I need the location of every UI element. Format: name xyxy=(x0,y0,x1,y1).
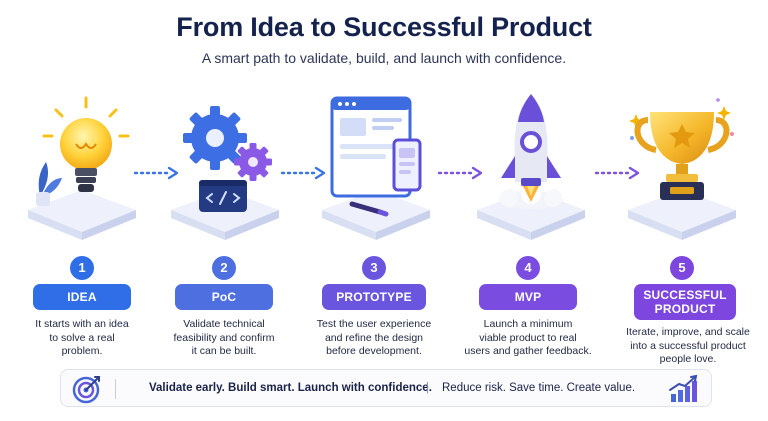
step-description-poc: Validate technical feasibility and confi… xyxy=(159,318,289,359)
page-subtitle: A smart path to validate, build, and lau… xyxy=(201,50,567,66)
banner-divider xyxy=(115,379,116,399)
desc-line: problem. xyxy=(61,345,103,357)
desc-line: it can be built. xyxy=(191,345,257,357)
step-label-prototype: PROTOTYPE xyxy=(322,284,426,310)
stage-success-illustration xyxy=(622,92,742,242)
step-number-4: 4 xyxy=(516,256,540,280)
step-label-poc: PoC xyxy=(175,284,273,310)
step-number-1: 1 xyxy=(70,256,94,280)
banner-separator: | xyxy=(426,382,429,394)
desc-line: before development. xyxy=(326,345,422,357)
growth-chart-icon xyxy=(669,374,698,402)
step-label-line-2: PRODUCT xyxy=(654,302,716,316)
stage-poc-illustration xyxy=(165,92,285,242)
desc-line: people love. xyxy=(659,353,717,365)
trophy-icon xyxy=(628,98,736,240)
desc-line: It starts with an idea xyxy=(35,318,129,330)
desc-line: feasibility and confirm xyxy=(173,331,275,344)
banner-secondary-text: Reduce risk. Save time. Create value. xyxy=(442,382,636,394)
stage-mvp-illustration xyxy=(471,92,591,242)
rocket-icon xyxy=(477,94,585,240)
desc-line: users and gather feedback. xyxy=(464,345,592,357)
step-label-successful-product: SUCCESSFUL PRODUCT xyxy=(634,284,736,320)
desc-line: viable product to real xyxy=(479,331,577,344)
step-description-idea: It starts with an idea to solve a real p… xyxy=(17,318,147,359)
wireframe-devices-icon xyxy=(322,96,430,240)
desc-line: Test the user experience xyxy=(316,318,432,330)
stage-idea-illustration xyxy=(22,92,142,242)
step-label-idea: IDEA xyxy=(33,284,131,310)
step-description-mvp: Launch a minimum viable product to real … xyxy=(463,318,593,359)
step-label-line-1: SUCCESSFUL xyxy=(643,288,727,302)
flow-arrow-2-3 xyxy=(280,166,326,180)
flow-arrow-4-5 xyxy=(594,166,640,180)
desc-line: to solve a real xyxy=(49,331,115,344)
gears-code-icon xyxy=(171,106,279,240)
desc-line: Validate technical xyxy=(183,318,265,330)
step-number-5: 5 xyxy=(670,256,694,280)
desc-line: Iterate, improve, and scale xyxy=(626,326,750,338)
desc-line: into a successful product xyxy=(630,339,746,352)
banner-primary-text: Validate early. Build smart. Launch with… xyxy=(149,382,432,394)
bottom-banner: Validate early. Build smart. Launch with… xyxy=(60,369,712,407)
flow-arrow-3-4 xyxy=(437,166,483,180)
desc-line: Launch a minimum xyxy=(483,318,573,330)
step-label-mvp: MVP xyxy=(479,284,577,310)
step-description-successful-product: Iterate, improve, and scale into a succe… xyxy=(618,326,758,367)
step-description-prototype: Test the user experience and refine the … xyxy=(309,318,439,359)
stage-prototype-illustration xyxy=(316,92,436,242)
step-number-3: 3 xyxy=(362,256,386,280)
step-number-2: 2 xyxy=(212,256,236,280)
target-icon xyxy=(72,376,100,404)
page-title: From Idea to Successful Product xyxy=(176,12,592,42)
desc-line: and refine the design xyxy=(324,331,424,344)
flow-arrow-1-2 xyxy=(133,166,179,180)
lightbulb-icon xyxy=(28,96,136,240)
